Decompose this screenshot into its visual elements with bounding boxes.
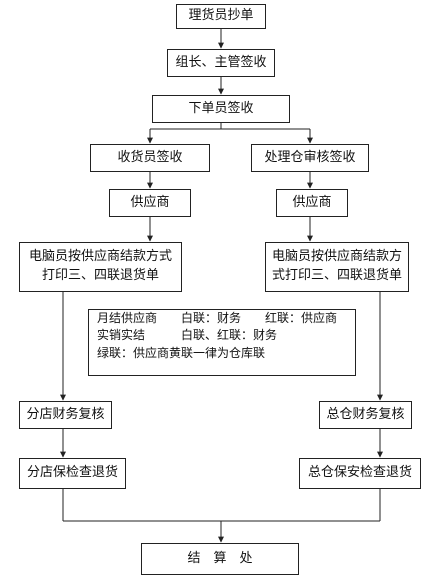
note-box: 月结供应商 白联：财务 红联：供应商 实销实结 白联、红联：财务 绿联：供应商黄… <box>88 309 356 376</box>
node-audit-sign: 处理仓审核签收 <box>251 144 369 172</box>
node-supplier-right: 供应商 <box>276 189 348 217</box>
print-left-line-2: 打印三、四联退货单 <box>41 268 159 283</box>
node-settlement: 结 算 处 <box>141 543 299 575</box>
node-receiver-sign: 收货员签收 <box>90 144 210 172</box>
node-supplier-left: 供应商 <box>109 189 191 217</box>
node-head-check: 总仓保安检查退货 <box>299 458 421 489</box>
note-line-3: 绿联：供应商黄联一律为仓库联 <box>97 345 266 360</box>
print-right-line-1: 电脑员按供应商结款方 <box>271 249 402 265</box>
note-line-2: 实销实结 白联、红联：财务 <box>97 328 278 343</box>
note-line-1: 月结供应商 白联：财务 红联：供应商 <box>97 311 338 325</box>
node-clerk-copy: 理货员抄单 <box>176 4 266 29</box>
node-order-sign: 下单员签收 <box>152 95 290 123</box>
node-branch-check: 分店保检查退货 <box>19 458 126 489</box>
node-leader-sign: 组长、主管签收 <box>167 49 275 77</box>
node-print-left: 电脑员按供应商结款方式 打印三、四联退货单 <box>19 242 182 292</box>
node-print-right: 电脑员按供应商结款方 式打印三、四联退货单 <box>265 242 409 292</box>
print-right-line-2: 式打印三、四联退货单 <box>271 268 402 283</box>
print-left-line-1: 电脑员按供应商结款方式 <box>28 249 172 265</box>
node-branch-finance: 分店财务复核 <box>19 401 112 429</box>
node-head-finance: 总仓财务复核 <box>319 401 412 429</box>
